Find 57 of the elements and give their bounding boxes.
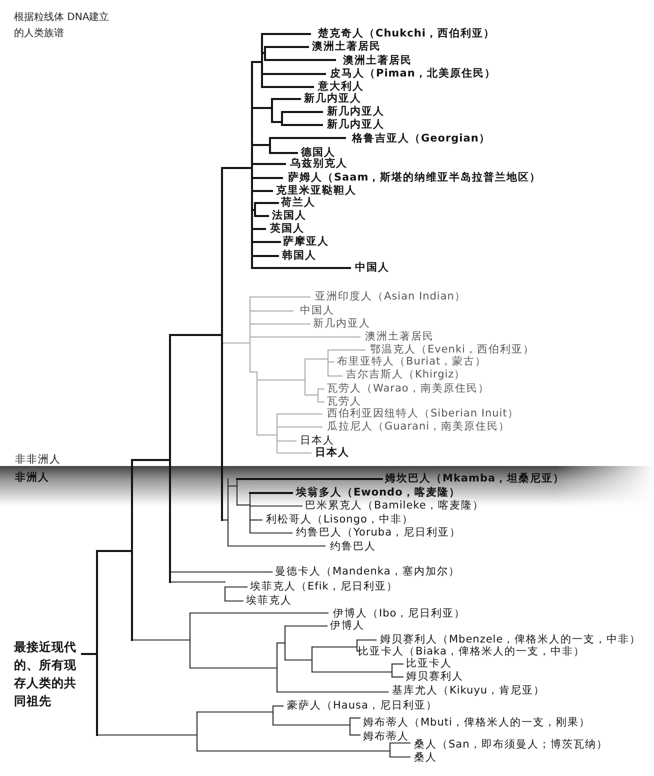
population-label: 日本人 <box>315 446 350 460</box>
population-label: 埃菲克人 <box>246 594 292 608</box>
population-label: 楚克奇人（Chukchi，西伯利亚） <box>318 28 495 40</box>
population-label: 亚洲印度人（Asian Indian） <box>315 290 466 304</box>
population-label: 吉尔吉斯人（Khirgiz） <box>346 368 466 382</box>
population-label: 非非洲人 <box>15 454 61 466</box>
population-label: 格鲁吉亚人（Georgian） <box>352 132 490 146</box>
population-label: 萨摩亚人 <box>283 236 329 248</box>
population-label: 豪萨人（Hausa，尼日利亚） <box>287 700 438 712</box>
population-label: 德国人 <box>301 146 336 158</box>
population-label: 新几内亚人 <box>313 318 370 330</box>
population-label: 巴米累克人（Bamileke，喀麦隆） <box>305 500 484 512</box>
population-label: 桑人 <box>414 752 437 764</box>
population-label: 姆贝赛利人（Mbenzele，俾格米人的一支，中非） <box>380 634 642 646</box>
population-label: 利松哥人（Lisongo，中非） <box>266 514 414 526</box>
population-label: 约鲁巴人 <box>330 540 376 554</box>
population-label: 非洲人 <box>15 472 50 484</box>
population-label: 鄂温克人（Evenki，西伯利亚） <box>370 344 534 356</box>
population-label: 西伯利亚因纽特人（Siberian Inuit） <box>327 408 519 420</box>
population-label: 伊博人 <box>330 620 364 632</box>
population-label: 比亚卡人（Biaka，俾格米人的一支，中非） <box>358 646 585 658</box>
population-label: 布里亚特人（Buriat，蒙古） <box>337 356 487 368</box>
population-label: 基库尤人（Kikuyu，肯尼亚） <box>392 684 546 698</box>
population-label: 伊博人（Ibo，尼日利亚） <box>333 608 466 620</box>
population-label: 瓦劳人（Warao，南美原住民） <box>327 382 490 396</box>
population-label: 姆贝赛利人 <box>406 670 464 684</box>
population-label: 澳洲土著居民 <box>365 330 434 344</box>
population-label: 澳洲土著居民 <box>312 40 381 54</box>
population-label: 英国人 <box>270 222 304 236</box>
population-label: 意大利人 <box>318 80 364 92</box>
population-label: 新几内亚人 <box>304 92 362 106</box>
ancestor-label: 最接近现代的、所有现存人类的共同祖先 <box>14 639 78 710</box>
population-label: 姆布蒂人（Mbuti，俾格米人的一支，刚果） <box>363 716 590 730</box>
population-label: 曼德卡人（Mandenka，塞内加尔） <box>275 566 460 578</box>
population-label: 姆布蒂人 <box>363 730 409 744</box>
population-label: 埃翁多人（Ewondo，喀麦隆） <box>296 486 460 500</box>
population-label: 比亚卡人 <box>406 658 452 670</box>
population-label: 萨姆人（Saam，斯堪的纳维亚半岛拉普兰地区） <box>288 172 542 184</box>
population-label: 约鲁巴人（Yoruba，尼日利亚） <box>296 526 462 540</box>
population-label: 中国人 <box>355 262 390 274</box>
population-label: 瓦劳人 <box>327 396 362 408</box>
population-label: 法国人 <box>272 210 306 222</box>
population-label: 埃菲克人（Efik，尼日利亚） <box>250 580 398 594</box>
population-label: 韩国人 <box>282 250 316 262</box>
population-label: 中国人 <box>300 304 334 318</box>
population-label: 新几内亚人 <box>327 118 384 132</box>
title: 根据粒线体 DNA建立的人类族谱 <box>14 10 110 41</box>
population-label: 姆坎巴人（Mkamba，坦桑尼亚） <box>385 472 565 486</box>
population-label: 澳洲土著居民 <box>343 54 412 68</box>
population-label: 乌兹别克人 <box>290 158 348 170</box>
population-label: 新几内亚人 <box>327 106 384 118</box>
population-label: 皮马人（Piman，北美原住民） <box>330 68 496 80</box>
population-label: 桑人（San，即布须曼人；博茨瓦纳） <box>414 738 608 752</box>
population-label: 日本人 <box>300 434 334 446</box>
population-label: 瓜拉尼人（Guarani，南美原住民） <box>327 420 510 434</box>
population-label: 克里米亚鞑靼人 <box>276 184 356 196</box>
population-label: 荷兰人 <box>281 196 316 210</box>
